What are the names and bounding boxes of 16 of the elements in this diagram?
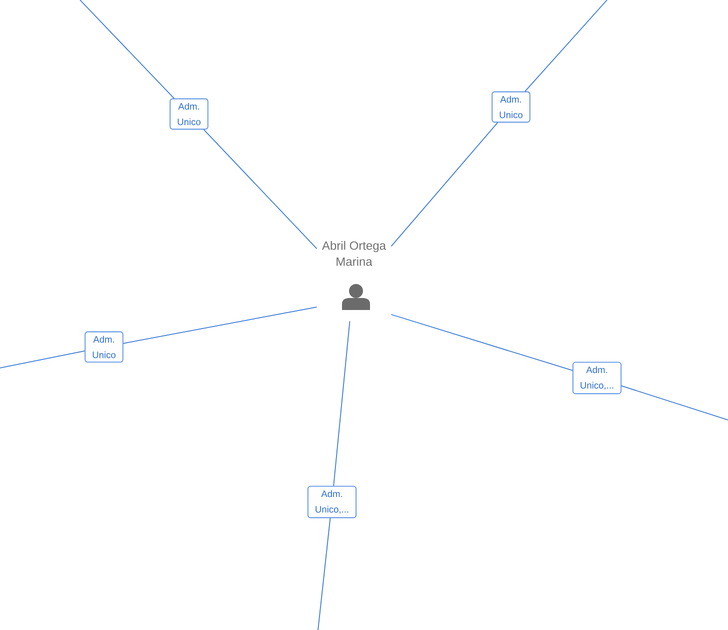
role-box: Adm. Unico,... <box>572 362 622 394</box>
person-name: Abril Ortega Marina <box>322 240 386 266</box>
connector-line <box>0 350 86 368</box>
connector-line <box>122 306 318 344</box>
role-box: Adm. Unico <box>492 91 530 123</box>
role-box: Adm. Unico <box>84 331 124 363</box>
role-box: Adm. Unico,... <box>308 486 356 518</box>
connector-line <box>621 385 728 420</box>
connector-line <box>524 0 608 92</box>
connector-line <box>80 0 175 99</box>
connector-line <box>318 518 331 630</box>
connector-line <box>333 320 350 486</box>
connector-line <box>203 129 318 250</box>
connector-line <box>390 122 498 247</box>
connector-line <box>390 314 573 371</box>
role-box: Adm. Unico <box>170 98 208 130</box>
